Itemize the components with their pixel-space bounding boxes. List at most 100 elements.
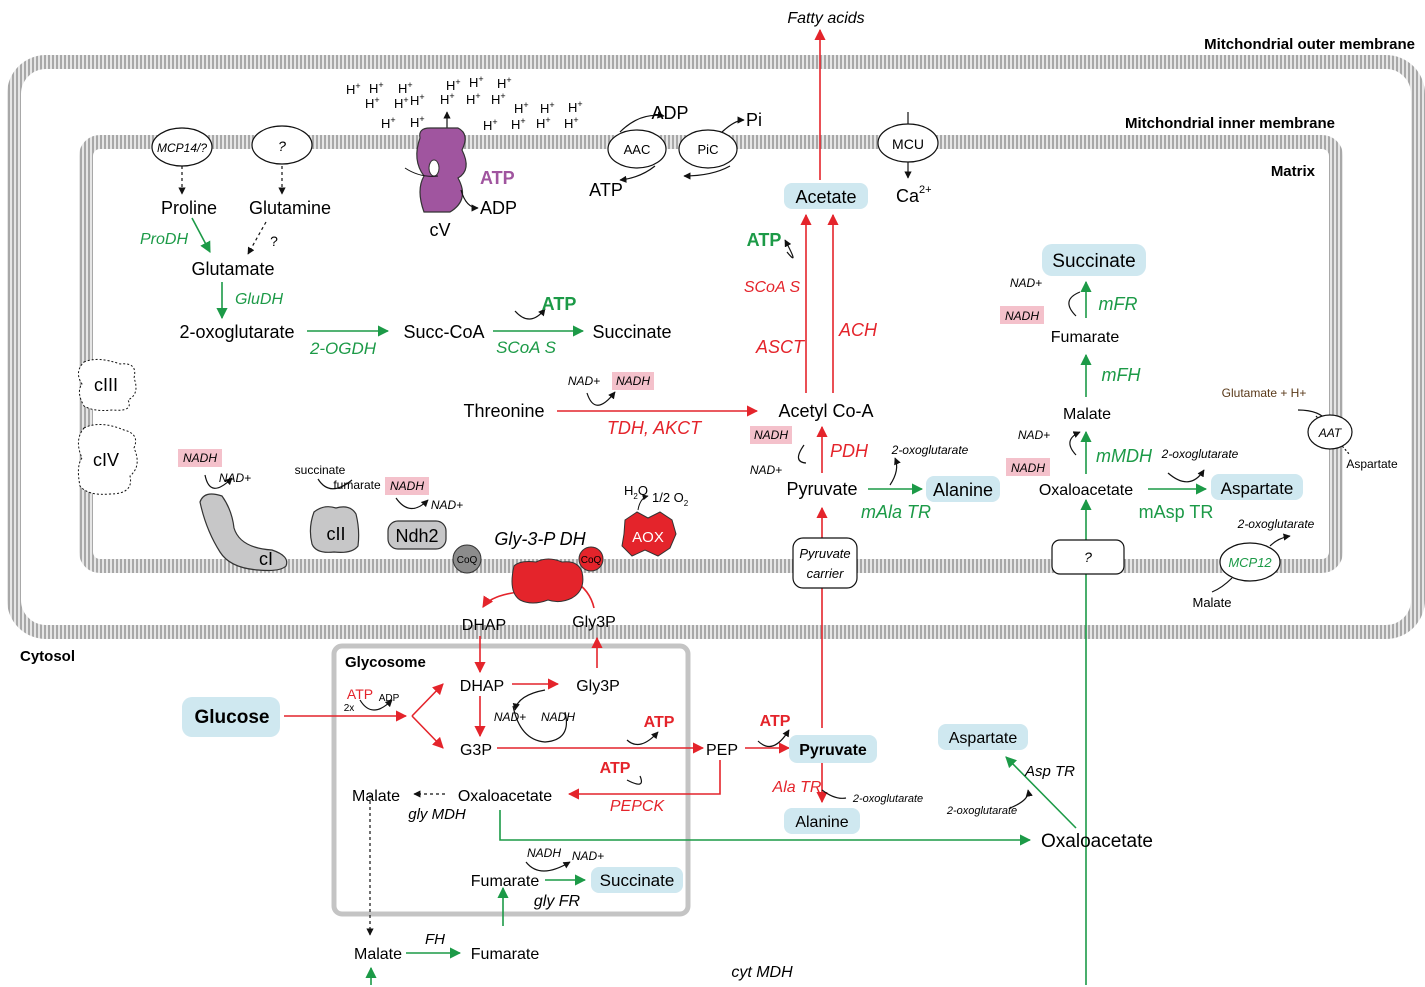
gly-fr-label: gly FR [534,893,581,910]
complex-iv[interactable]: cIV [77,424,138,495]
atp-green-scoas: ATP [747,230,782,250]
aox-enzyme[interactable]: AOX [621,511,677,557]
svg-text:H+: H+ [483,117,498,133]
pepck-label: PEPCK [610,798,666,815]
ci-label: cI [259,549,273,569]
fumarate-bottom-label: Fumarate [471,946,540,963]
oxaloacetate-mito-label: Oxaloacetate [1039,482,1133,499]
atp-aac: ATP [589,180,623,200]
nad-pdh: NAD+ [750,463,782,477]
svg-text:H+: H+ [540,100,555,116]
svg-text:H+: H+ [568,99,583,115]
proton-cluster: H+ H+ H+ H+ H+ H+ H+ H+ H+ H+ H+ H+ H+ H… [346,74,583,133]
unknown-transporter-label: ? [1084,549,1092,565]
asct-label: ASCT [755,337,806,357]
nadh-mmdh-box [1006,458,1050,476]
svg-text:H+: H+ [564,115,579,131]
coq-red[interactable]: CoQ [578,546,604,572]
aat-transporter[interactable]: AAT [1307,414,1353,450]
scoas-green-label: SCoA S [496,338,557,357]
aspartate-mito-label: Aspartate [1221,479,1294,498]
malate-mito-label: Malate [1063,406,1111,423]
proline-label: Proline [161,198,217,218]
gly3p-dh-enzyme[interactable] [511,558,584,604]
glucose-label: Glucose [195,707,270,728]
aspartate-cyto-label: Aspartate [949,730,1018,747]
threonine-label: Threonine [463,401,544,421]
malate-bottom-label: Malate [354,946,402,963]
svg-text:H+: H+ [440,91,455,107]
scoas-red: SCoA S [744,279,801,296]
pep-label: PEP [706,742,738,759]
alanine-cyto-box [784,808,860,834]
ndh2-enzyme[interactable]: Ndh2 [387,520,447,550]
atp-pepck: ATP [600,760,631,777]
nadh-ci: NADH [183,451,217,465]
nadh-mfr-box [1000,306,1044,324]
coq-gray-label: CoQ [457,555,478,566]
aac-transporter[interactable]: AAC [607,129,667,169]
red-arrows [284,28,839,804]
complex-i[interactable]: cI [199,493,288,572]
svg-text:H+: H+ [369,80,384,96]
mcp14-transporter[interactable]: MCP14/? [151,127,213,167]
oxaloacetate-gly-label: Oxaloacetate [458,788,552,805]
adp-synthase: ADP [480,198,517,218]
svg-text:H+: H+ [466,91,481,107]
succinate-mito-label: Succinate [1052,251,1135,272]
nad-ci: NAD+ [219,471,251,485]
cytosol-label: Cytosol [20,648,75,665]
adp-aac: ADP [651,103,688,123]
svg-text:H+: H+ [381,115,396,131]
water-label: H2O [624,483,648,501]
aat-label: AAT [1318,426,1343,440]
half-oxygen-label: 1/2 O2 [652,490,689,508]
coq-gray[interactable]: CoQ [452,544,482,574]
mcu-label: MCU [892,136,924,152]
nadh-ndh2-box [385,477,429,495]
twox-glucose: 2x [344,703,355,714]
nadh-mmdh: NADH [1011,461,1045,475]
complex-v[interactable] [404,127,467,213]
cyt-mdh-label: cyt MDH [731,964,793,981]
complex-iii[interactable]: cIII [78,358,137,411]
svg-text:H+: H+ [394,95,409,111]
mfh-label: mFH [1102,365,1142,385]
pi-label: Pi [746,110,762,130]
succ-coa-label: Succ-CoA [403,322,484,342]
nadh-threonine-box [612,372,654,390]
atp-pep: ATP [760,713,791,730]
pyruvate-carrier[interactable]: Pyruvate carrier [792,537,858,589]
mcp12-transporter[interactable]: MCP12 [1219,542,1281,582]
mcp12-label: MCP12 [1228,555,1272,570]
malate-gly-label: Malate [352,788,400,805]
succinate-mito-box [1042,244,1146,276]
two-og-alatr: 2-oxoglutarate [852,793,923,805]
malate-mcp12: Malate [1192,595,1231,610]
inner-membrane-label: Mitchondrial inner membrane [1125,115,1335,132]
two-oxoglutarate-label: 2-oxoglutarate [179,322,294,342]
mcu-channel[interactable]: MCU [877,123,939,163]
succinate-gly-label: Succinate [600,871,675,890]
nad-threonine: NAD+ [568,374,600,388]
pyruvate-cyto-label: Pyruvate [799,742,867,759]
glucose-box [182,697,280,737]
unknown-glutamine-transporter[interactable]: ? [251,125,313,165]
two-og-asptr: 2-oxoglutarate [946,805,1017,817]
aac-pic-arrows [619,111,745,183]
svg-text:H+: H+ [497,75,512,91]
pyruvate-carrier-line2: carrier [807,566,845,581]
alanine-mito-box [926,476,1000,502]
acetate-label: Acetate [795,187,856,207]
glutamine-label: Glutamine [249,198,331,218]
mcp14-label: MCP14/? [157,141,207,155]
pic-transporter[interactable]: PiC [678,129,738,169]
atp-glucose: ATP [347,686,373,702]
aspartate-cyto-box [938,724,1028,750]
aac-label: AAC [624,142,651,157]
unknown-transporter[interactable]: ? [1051,539,1125,575]
mfr-label: mFR [1099,294,1138,314]
aspartate-mito-box [1211,474,1303,500]
svg-text:H+: H+ [536,115,551,131]
complex-ii[interactable]: cII [309,506,360,553]
